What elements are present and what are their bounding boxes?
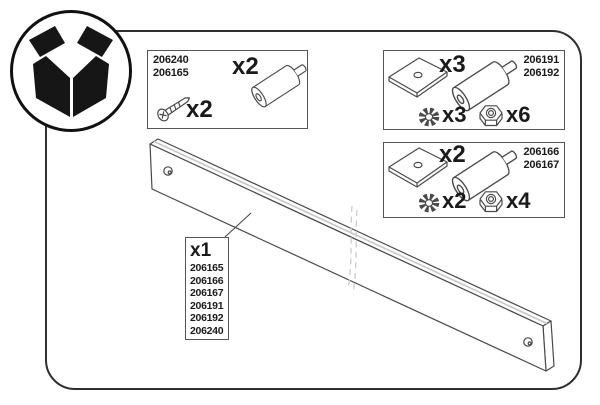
page-frame bbox=[45, 30, 582, 390]
part-number: 206166 bbox=[190, 274, 224, 287]
screw-icon bbox=[157, 97, 191, 122]
lock-washer-icon bbox=[418, 193, 440, 213]
part-number: 206191 bbox=[523, 54, 559, 66]
hex-nut-icon bbox=[479, 191, 503, 213]
hardware-box-c: 206166 206167 x2 x2 bbox=[383, 142, 565, 218]
plate-icon bbox=[388, 147, 448, 188]
part-number: 206165 bbox=[153, 67, 189, 79]
open-box-icon bbox=[29, 26, 113, 117]
part-number: 206167 bbox=[523, 159, 559, 171]
part-number: 206167 bbox=[190, 287, 224, 300]
part-number: 206240 bbox=[190, 324, 224, 337]
box-body-right bbox=[73, 56, 109, 117]
part-number: 206191 bbox=[190, 299, 224, 312]
standoff-icon bbox=[251, 64, 307, 108]
bar-hole-right-inner bbox=[527, 341, 532, 346]
bar-hole-left-inner bbox=[167, 170, 172, 175]
break-line bbox=[352, 209, 358, 295]
hex-nut-icon bbox=[479, 105, 503, 127]
qty-label: x3 bbox=[439, 51, 466, 78]
bar-callout-box: x1 206165 206166 206167 206191 206192 20… bbox=[185, 237, 229, 340]
box-flap-left bbox=[29, 26, 65, 57]
part-number: 206165 bbox=[190, 262, 224, 274]
standoff-icon bbox=[451, 150, 518, 202]
hardware-box-a: 206240 206165 x2 x2 bbox=[147, 50, 308, 129]
qty-label: x2 bbox=[439, 141, 466, 168]
part-number: 206166 bbox=[523, 146, 559, 158]
plate-icon bbox=[388, 57, 448, 98]
bar-front-face bbox=[149, 143, 547, 372]
qty-label: x6 bbox=[506, 102, 531, 127]
qty-label: x2 bbox=[442, 188, 467, 213]
part-number: 206240 bbox=[153, 54, 189, 66]
leader-line bbox=[224, 212, 252, 238]
box-body-left bbox=[33, 56, 70, 117]
box-flap-right bbox=[77, 26, 113, 57]
qty-label: x1 bbox=[190, 240, 212, 261]
qty-label: x2 bbox=[232, 53, 259, 80]
part-number: 206192 bbox=[523, 67, 559, 79]
open-box-badge bbox=[10, 10, 132, 132]
break-line bbox=[347, 205, 353, 291]
qty-label: x4 bbox=[506, 188, 531, 213]
bar-chamfer-highlight bbox=[153, 140, 548, 325]
standoff-icon bbox=[451, 60, 518, 112]
qty-label: x3 bbox=[442, 102, 467, 127]
hardware-box-b: 206191 206192 x3 x3 bbox=[383, 50, 565, 130]
lock-washer-icon bbox=[418, 107, 440, 127]
qty-label: x2 bbox=[186, 96, 213, 123]
part-number: 206192 bbox=[190, 312, 224, 325]
